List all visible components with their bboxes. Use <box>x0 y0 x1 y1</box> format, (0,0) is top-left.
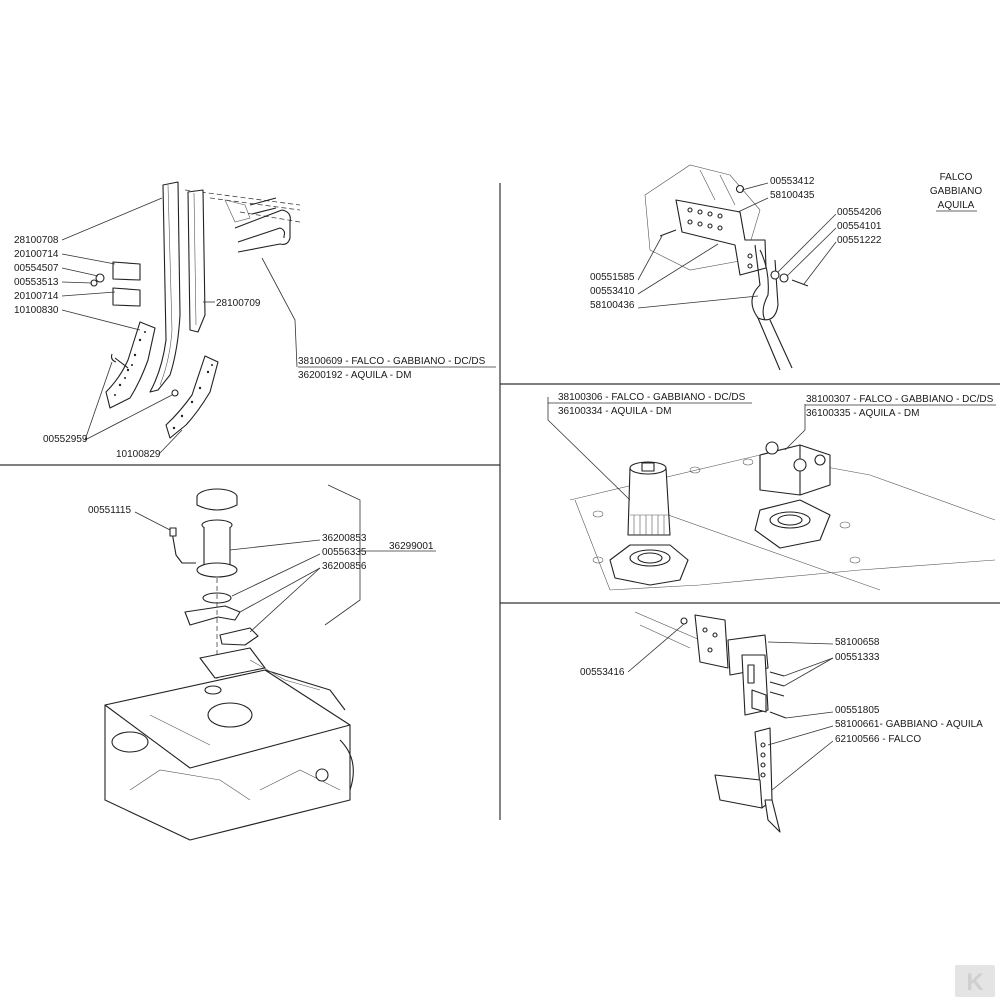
bolt-00551222-drawing <box>791 279 809 287</box>
washer-00554101-drawing <box>779 273 789 283</box>
label-10100829: 10100829 <box>116 449 161 460</box>
label-38100609: 38100609 - FALCO - GABBIANO - DC/DS <box>298 356 486 367</box>
model-falco: FALCO <box>940 172 973 183</box>
bracket-58100435-drawing <box>675 199 767 276</box>
spring-tine-58100436-drawing <box>751 244 793 371</box>
half-shell-b-drawing <box>219 627 259 646</box>
logo-mark: K <box>966 969 984 996</box>
label-10100830: 10100830 <box>14 305 59 316</box>
label-36200856: 36200856 <box>322 561 367 572</box>
label-38100306: 38100306 - FALCO - GABBIANO - DC/DS <box>558 392 746 403</box>
cap-drawing <box>196 488 238 511</box>
label-36200192: 36200192 - AQUILA - DM <box>298 370 411 381</box>
label-62100566: 62100566 - FALCO <box>835 734 921 745</box>
label-28100708: 28100708 <box>14 235 59 246</box>
half-shell-a-drawing <box>184 605 241 626</box>
label-00553412: 00553412 <box>770 176 815 187</box>
bracket-58100658-drawing <box>694 614 769 716</box>
nut-00553412-drawing <box>735 184 745 194</box>
tube-36200853-drawing <box>196 519 238 578</box>
bolt-00551115-drawing <box>171 531 196 564</box>
shank-28100708-drawing <box>149 181 181 393</box>
nut-00553416-drawing <box>680 617 688 625</box>
label-38100307: 38100307 - FALCO - GABBIANO - DC/DS <box>806 394 994 405</box>
label-00553513: 00553513 <box>14 277 59 288</box>
wear-plate-10100829-drawing <box>165 355 219 439</box>
shank-28100709-drawing <box>187 189 206 333</box>
bolt-00551805-drawing <box>769 711 787 719</box>
washer-00554206-drawing <box>770 270 780 280</box>
label-00551333: 00551333 <box>835 652 880 663</box>
label-36299001: 36299001 <box>389 541 434 552</box>
label-00553416: 00553416 <box>580 667 625 678</box>
label-36100334: 36100334 - AQUILA - DM <box>558 406 671 417</box>
bolt-00551585-drawing <box>659 229 677 237</box>
panel-top-left: 28100708 20100714 00554507 00553513 2010… <box>14 181 496 460</box>
label-20100714-a: 20100714 <box>14 249 59 260</box>
panel-bottom-left: 00551115 36200853 00556335 36200856 3629… <box>88 484 436 841</box>
panel-top-right: 00553412 58100435 00554206 00554101 0055… <box>590 164 982 371</box>
bolt-head-drawing <box>169 527 177 537</box>
label-58100658: 58100658 <box>835 637 880 648</box>
label-00554206: 00554206 <box>837 207 882 218</box>
label-00551222: 00551222 <box>837 235 882 246</box>
bolt-00552959-drawing <box>110 353 129 369</box>
label-00553410: 00553410 <box>590 286 635 297</box>
label-28100709: 28100709 <box>216 298 261 309</box>
label-20100714-b: 20100714 <box>14 291 59 302</box>
label-00551805: 00551805 <box>835 705 880 716</box>
label-00551585: 00551585 <box>590 272 635 283</box>
label-00552959: 00552959 <box>43 434 88 445</box>
hub-38100306-drawing <box>609 461 689 586</box>
model-aquila: AQUILA <box>938 200 975 211</box>
label-58100435: 58100435 <box>770 190 815 201</box>
panel-separators <box>0 183 1000 820</box>
u-bolt-drawing <box>234 197 291 253</box>
panel-bottom-right: 00553416 58100658 00551333 00551805 5810… <box>580 611 983 833</box>
label-58100661: 58100661- GABBIANO - AQUILA <box>835 719 983 730</box>
label-36100335: 36100335 - AQUILA - DM <box>806 408 919 419</box>
gearbox-38100307-drawing <box>754 441 831 549</box>
nut-drawing <box>171 389 179 397</box>
brand-logo: K <box>955 965 995 997</box>
label-00554507: 00554507 <box>14 263 59 274</box>
wear-plate-10100830-drawing <box>105 321 156 409</box>
logo-background <box>955 965 995 997</box>
bolts-00551333-drawing <box>769 671 785 697</box>
label-58100436: 58100436 <box>590 300 635 311</box>
frame-36299001-drawing <box>104 647 354 841</box>
label-36200853: 36200853 <box>322 533 367 544</box>
model-gabbiano: GABBIANO <box>930 186 982 197</box>
label-00556335: 00556335 <box>322 547 367 558</box>
label-00551115: 00551115 <box>88 505 131 516</box>
panel-mid-right: 38100306 - FALCO - GABBIANO - DC/DS 3610… <box>547 392 996 591</box>
clamp-plates-drawing <box>90 261 141 307</box>
tine-58100661-drawing <box>714 727 781 833</box>
label-00554101: 00554101 <box>837 221 882 232</box>
